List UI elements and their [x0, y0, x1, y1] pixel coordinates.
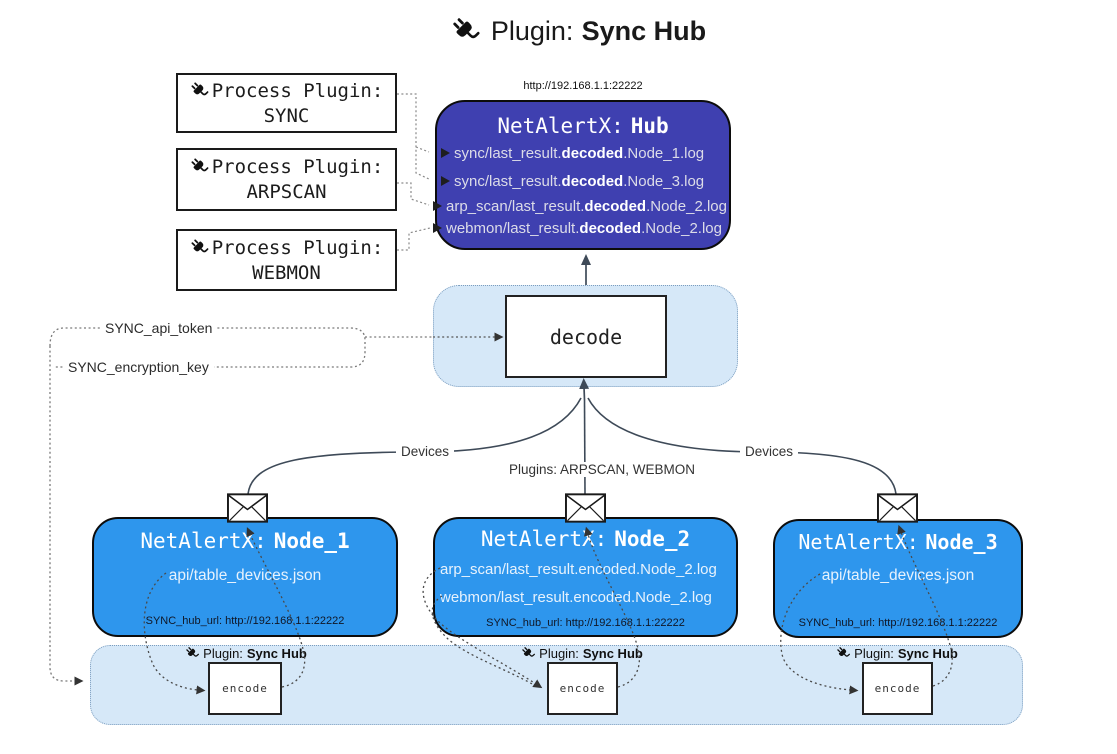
node-file: api/table_devices.json: [821, 567, 975, 584]
plug-icon: [190, 81, 210, 101]
hub-box: NetAlertX:Hub sync/last_result.decoded.N…: [433, 100, 731, 250]
log-mid: decoded: [561, 144, 624, 162]
arrow-right-icon: [441, 176, 450, 186]
hub-log-line: arp_scan/last_result.decoded.Node_2.log: [433, 196, 727, 216]
process-plugin-box-webmon: Process Plugin: WEBMON: [176, 229, 397, 291]
envelope-icon: [877, 493, 918, 523]
plugins-label: Plugins: ARPSCAN, WEBMON: [504, 462, 701, 477]
plug-icon: [521, 646, 536, 661]
hub-log-text: sync/last_result.decoded.Node_1.log: [454, 145, 704, 162]
plug-icon: [836, 646, 851, 661]
node-hub-url: SYNC_hub_url: http://192.168.1.1:22222: [486, 617, 685, 629]
plug-icon: [185, 646, 200, 661]
hub-log-text: webmon/last_result.decoded.Node_2.log: [446, 220, 722, 237]
log-pre: arp_scan/last_result.: [446, 197, 585, 215]
band-plugin-prefix: Plugin:: [854, 646, 894, 661]
plug-icon: [451, 16, 482, 47]
node-title: NetAlertX:Node_2: [435, 527, 736, 551]
arrow-right-icon: [433, 201, 442, 211]
band-plugin-label: Plugin:Sync Hub: [185, 646, 307, 661]
node-2-box: NetAlertX:Node_2 arp_scan/last_result.en…: [433, 517, 738, 637]
hub-url-label: http://192.168.1.1:22222: [523, 80, 643, 92]
log-mid: decoded: [579, 219, 642, 237]
band-plugin-name: Sync Hub: [246, 646, 307, 661]
process-plugin-name: ARPSCAN: [246, 181, 327, 203]
hub-log-line: webmon/last_result.decoded.Node_2.log: [433, 218, 722, 238]
process-plugin-name: WEBMON: [252, 261, 321, 284]
node-file: arp_scan/last_result.encoded.Node_2.log: [440, 561, 717, 578]
log-pre: sync/last_result.: [454, 144, 562, 162]
hub-log-line: sync/last_result.decoded.Node_1.log: [441, 143, 704, 163]
encode-box-3: encode: [862, 662, 933, 715]
node-hub-url: SYNC_hub_url: http://192.168.1.1:22222: [145, 615, 345, 627]
process-plugin-name: SYNC: [263, 104, 310, 127]
band-plugin-prefix: Plugin:: [203, 646, 243, 661]
sync-encryption-key-label: SYNC_encryption_key: [63, 359, 214, 375]
band-plugin-prefix: Plugin:: [539, 646, 579, 661]
hub-title-prefix: NetAlertX:: [497, 114, 624, 138]
devices-label-right: Devices: [740, 444, 799, 459]
node-title: NetAlertX:Node_1: [94, 529, 396, 553]
hub-title: NetAlertX:Hub: [437, 114, 729, 138]
log-post: .Node_1.log: [623, 144, 705, 162]
encode-label: encode: [222, 682, 268, 695]
band-plugin-name: Sync Hub: [582, 646, 643, 661]
node-title: NetAlertX:Node_3: [775, 530, 1021, 554]
title-prefix: Plugin:: [490, 16, 574, 46]
hub-log-text: sync/last_result.decoded.Node_3.log: [454, 173, 704, 190]
plug-icon: [190, 238, 210, 258]
node-title-prefix: NetAlertX:: [140, 529, 267, 553]
arrow-right-icon: [433, 223, 442, 233]
title-name: Sync Hub: [581, 16, 707, 46]
node-title-name: Node_3: [925, 530, 998, 554]
encode-label: encode: [559, 682, 606, 695]
process-plugin-label: Process Plugin:: [211, 79, 384, 102]
envelope-icon: [227, 493, 268, 523]
process-plugin-box-sync: Process Plugin: SYNC: [176, 73, 397, 133]
band-plugin-name: Sync Hub: [897, 646, 958, 661]
log-post: .Node_2.log: [646, 197, 727, 215]
log-post: .Node_3.log: [623, 172, 705, 190]
hub-log-line: sync/last_result.decoded.Node_3.log: [441, 171, 704, 191]
decode-label: decode: [549, 324, 623, 349]
log-mid: decoded: [561, 172, 624, 190]
sync-api-token-label: SYNC_api_token: [100, 320, 218, 336]
node-3-box: NetAlertX:Node_3 api/table_devices.json …: [773, 519, 1023, 638]
encode-box-1: encode: [208, 662, 282, 715]
log-mid: decoded: [584, 197, 647, 215]
node-title-name: Node_2: [614, 527, 691, 551]
hub-log-text: arp_scan/last_result.decoded.Node_2.log: [446, 198, 727, 215]
log-post: .Node_2.log: [641, 219, 722, 237]
log-pre: webmon/last_result.: [446, 219, 580, 237]
decode-box: decode: [505, 295, 667, 378]
plug-icon: [190, 157, 210, 177]
encode-label: encode: [874, 682, 921, 695]
node-title-prefix: NetAlertX:: [798, 530, 919, 554]
node-title-name: Node_1: [273, 529, 350, 553]
node-hub-url: SYNC_hub_url: http://192.168.1.1:22222: [798, 617, 998, 629]
process-plugin-box-arpscan: Process Plugin: ARPSCAN: [176, 148, 397, 211]
band-plugin-label: Plugin:Sync Hub: [521, 646, 643, 661]
log-pre: sync/last_result.: [454, 172, 562, 190]
node-title-prefix: NetAlertX:: [480, 527, 608, 551]
page-title: Plugin:Sync Hub: [40, 16, 1117, 47]
band-plugin-label: Plugin:Sync Hub: [836, 646, 958, 661]
envelope-icon: [565, 493, 606, 523]
node-file: api/table_devices.json: [168, 567, 322, 584]
process-plugin-label: Process Plugin:: [211, 156, 384, 178]
arrow-right-icon: [441, 148, 450, 158]
process-plugin-label: Process Plugin:: [211, 236, 384, 259]
hub-title-name: Hub: [630, 114, 669, 138]
node-1-box: NetAlertX:Node_1 api/table_devices.json …: [92, 517, 398, 637]
devices-label-left: Devices: [396, 444, 455, 459]
encode-box-2: encode: [547, 662, 618, 715]
node-file: webmon/last_result.encoded.Node_2.log: [440, 589, 712, 606]
